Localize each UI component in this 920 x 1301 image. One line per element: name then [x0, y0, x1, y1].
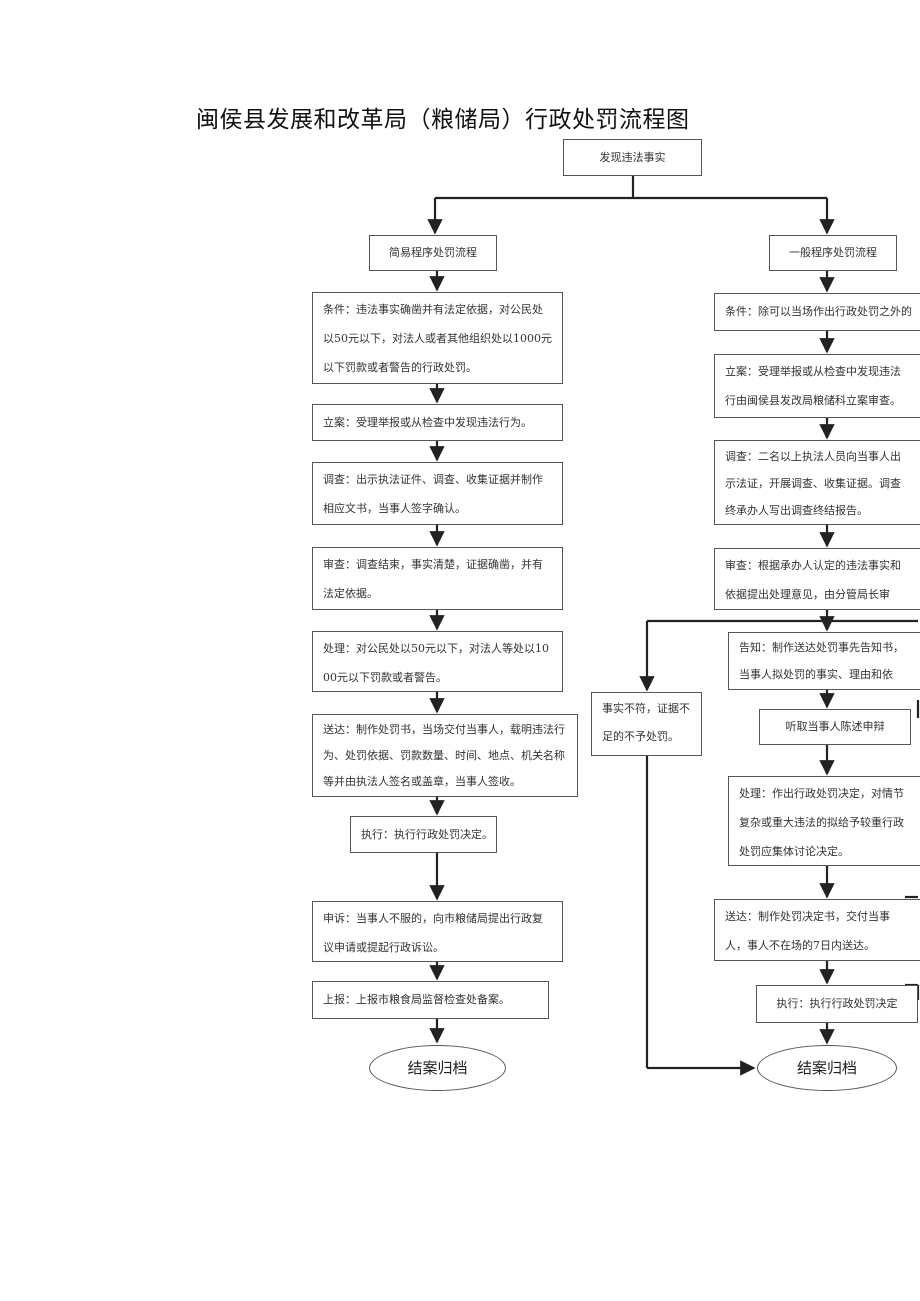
box-simple-condition: 条件：违法事实确凿并有法定依据，对公民处以50元以下，对法人或者其他组织处以10… — [312, 292, 563, 384]
box-simple-investigation: 调查：出示执法证件、调查、收集证据并制作相应文书，当事人签字确认。 — [312, 462, 563, 525]
box-general-notice: 告知：制作送达处罚事先告知书，当事人拟处罚的事实、理由和依据。 — [728, 632, 920, 690]
box-start: 发现违法事实 — [563, 139, 702, 176]
box-simple-header: 简易程序处罚流程 — [369, 235, 497, 271]
box-general-review: 审查：根据承办人认定的违法事实和依据提出处理意见，由分管局长审批。 — [714, 548, 920, 610]
box-general-filing: 立案：受理举报或从检查中发现违法行由闽侯县发改局粮储科立案审查。 — [714, 354, 920, 418]
box-no-penalty: 事实不符，证据不足的不予处罚。 — [591, 692, 702, 756]
box-simple-appeal: 申诉：当事人不服的，向市粮储局提出行政复议申请或提起行政诉讼。 — [312, 901, 563, 962]
box-simple-delivery: 送达：制作处罚书，当场交付当事人，载明违法行为、处罚依据、罚款数量、时间、地点、… — [312, 714, 578, 797]
box-general-condition: 条件：除可以当场作出行政处罚之外的 — [714, 293, 920, 331]
box-general-hearing: 听取当事人陈述申辩 — [759, 709, 911, 745]
oval-general-close: 结案归档 — [757, 1045, 897, 1091]
box-general-handling: 处理：作出行政处罚决定，对情节复杂或重大违法的拟给予较重行政处罚应集体讨论决定。 — [728, 776, 920, 866]
box-general-investigation: 调查：二名以上执法人员向当事人出示法证，开展调查、收集证据。调查终承办人写出调查… — [714, 440, 920, 525]
box-simple-review: 审查：调查结束，事实清楚，证据确凿，并有法定依据。 — [312, 547, 563, 610]
oval-simple-close: 结案归档 — [369, 1045, 506, 1091]
box-simple-execution: 执行：执行行政处罚决定。 — [350, 816, 497, 853]
box-simple-filing: 立案：受理举报或从检查中发现违法行为。 — [312, 404, 563, 441]
box-simple-report: 上报：上报市粮食局监督检查处备案。 — [312, 981, 549, 1019]
box-general-delivery: 送达：制作处罚决定书，交付当事人，事人不在场的7日内送达。 — [714, 899, 920, 961]
box-general-execution: 执行：执行行政处罚决定 — [756, 985, 918, 1023]
box-general-header: 一般程序处罚流程 — [769, 235, 897, 271]
page-title: 闽侯县发展和改革局（粮储局）行政处罚流程图 — [196, 107, 690, 133]
box-simple-handling: 处理：对公民处以50元以下，对法人等处以1000元以下罚款或者警告。 — [312, 631, 563, 692]
